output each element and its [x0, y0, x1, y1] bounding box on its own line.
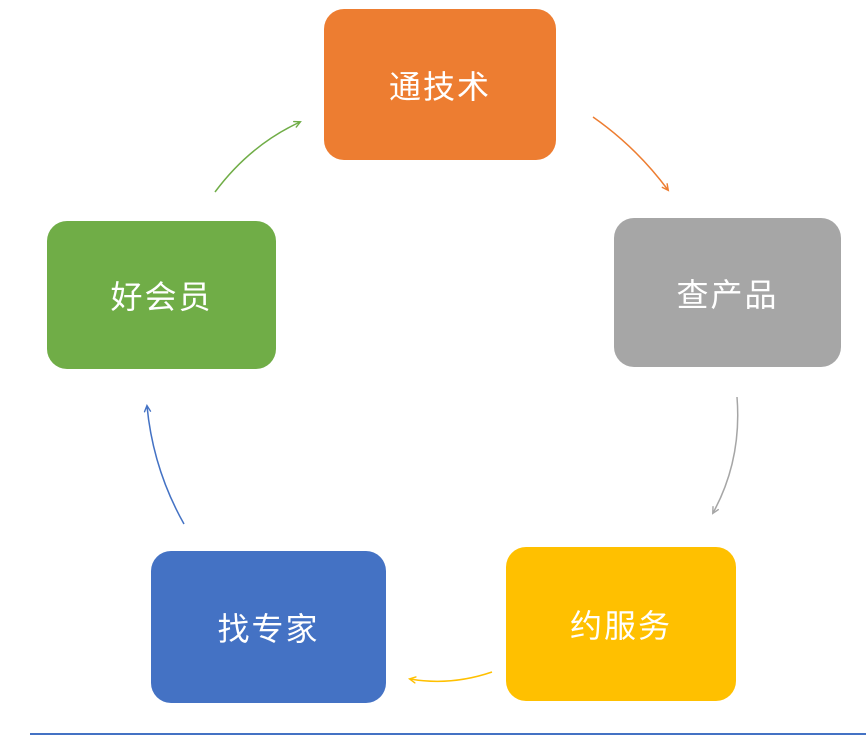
node-expert-label: 找专家	[217, 611, 320, 647]
node-member-label: 好会员	[110, 279, 213, 315]
node-tech-label: 通技术	[388, 68, 491, 105]
arrow-member-to-tech	[214, 120, 302, 193]
node-tech: 通技术	[324, 9, 556, 160]
node-service: 约服务	[506, 547, 736, 701]
node-service-label: 约服务	[569, 608, 672, 644]
arrow-service-to-expert	[407, 671, 493, 684]
node-expert: 找专家	[151, 551, 386, 703]
arrow-product-to-service	[712, 396, 739, 515]
arrow-expert-to-member	[143, 403, 185, 525]
arrow-tech-to-product	[592, 116, 670, 192]
node-member: 好会员	[47, 221, 276, 369]
node-product-label: 查产品	[676, 276, 779, 313]
node-product: 查产品	[614, 218, 841, 367]
bottom-border-line	[30, 733, 866, 735]
